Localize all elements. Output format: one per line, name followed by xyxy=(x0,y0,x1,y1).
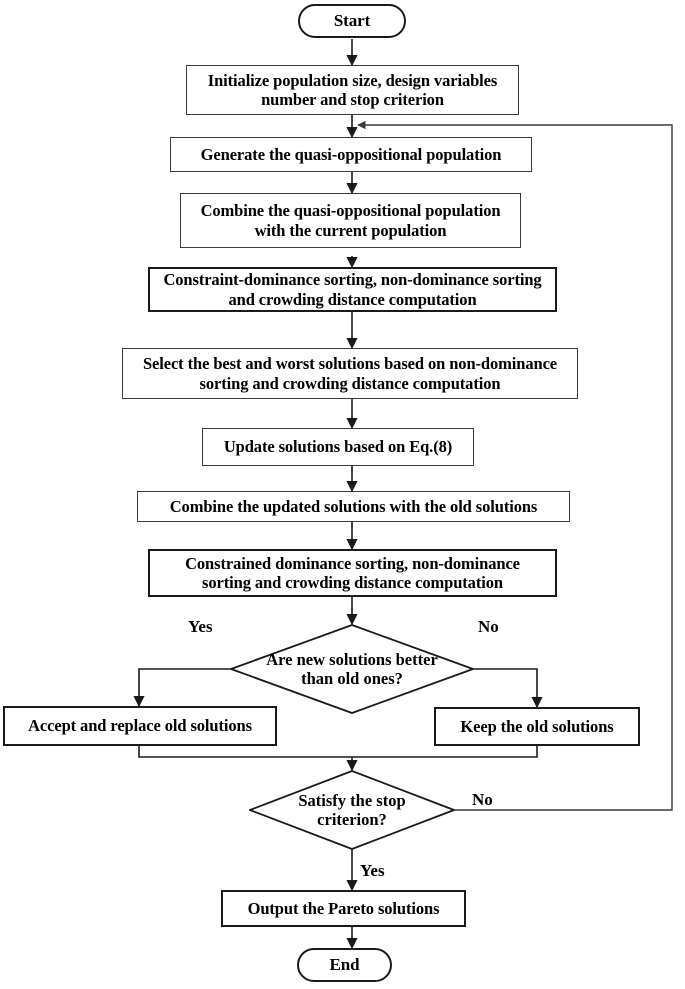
node-sort2-label: Constrained dominance sorting, non-domin… xyxy=(185,553,520,592)
node-sort2[interactable]: Constrained dominance sorting, non-domin… xyxy=(148,549,557,597)
node-combine1-label: Combine the quasi-oppositional populatio… xyxy=(200,201,501,240)
node-output-label: Output the Pareto solutions xyxy=(247,898,440,918)
edge-label-decision1-yes: Yes xyxy=(188,617,213,636)
node-start-label: Start xyxy=(333,10,371,30)
node-decision1-label: Are new solutions better than old ones? xyxy=(266,649,438,688)
node-decision2-label: Satisfy the stop criterion? xyxy=(298,790,406,829)
node-generate-label: Generate the quasi-oppositional populati… xyxy=(200,144,502,164)
edge-decision1-no xyxy=(474,668,543,709)
edge-decision1-yes xyxy=(133,668,230,708)
edge-label-decision2-no: No xyxy=(472,790,493,809)
node-combine2[interactable]: Combine the updated solutions with the o… xyxy=(137,491,570,522)
node-sort1[interactable]: Constraint-dominance sorting, non-domina… xyxy=(148,267,557,312)
node-initialize[interactable]: Initialize population size, design varia… xyxy=(186,65,519,115)
node-combine2-label: Combine the updated solutions with the o… xyxy=(169,496,538,516)
decision2-shape xyxy=(247,770,457,850)
node-output[interactable]: Output the Pareto solutions xyxy=(221,890,466,927)
edge-keep-merge xyxy=(352,746,538,758)
node-accept-label: Accept and replace old solutions xyxy=(28,716,252,736)
node-start[interactable]: Start xyxy=(298,4,406,38)
node-decision1[interactable]: Are new solutions better than old ones? xyxy=(228,624,476,714)
edge-accept-merge xyxy=(138,746,352,758)
node-update[interactable]: Update solutions based on Eq.(8) xyxy=(202,428,474,466)
node-update-label: Update solutions based on Eq.(8) xyxy=(223,437,453,457)
decision1-shape xyxy=(228,624,476,714)
node-select[interactable]: Select the best and worst solutions base… xyxy=(122,348,578,399)
node-select-label: Select the best and worst solutions base… xyxy=(142,354,558,393)
node-end-label: End xyxy=(329,954,360,974)
node-initialize-label: Initialize population size, design varia… xyxy=(207,70,498,109)
node-generate[interactable]: Generate the quasi-oppositional populati… xyxy=(170,137,532,172)
node-end[interactable]: End xyxy=(297,948,392,982)
edge-label-decision2-yes: Yes xyxy=(360,861,385,880)
node-keep-label: Keep the old solutions xyxy=(460,716,614,736)
edge-label-decision1-no: No xyxy=(478,617,499,636)
node-accept[interactable]: Accept and replace old solutions xyxy=(3,706,277,746)
node-sort1-label: Constraint-dominance sorting, non-domina… xyxy=(163,270,542,309)
node-keep[interactable]: Keep the old solutions xyxy=(434,707,640,746)
node-decision2[interactable]: Satisfy the stop criterion? xyxy=(247,770,457,850)
node-combine1[interactable]: Combine the quasi-oppositional populatio… xyxy=(180,193,521,248)
